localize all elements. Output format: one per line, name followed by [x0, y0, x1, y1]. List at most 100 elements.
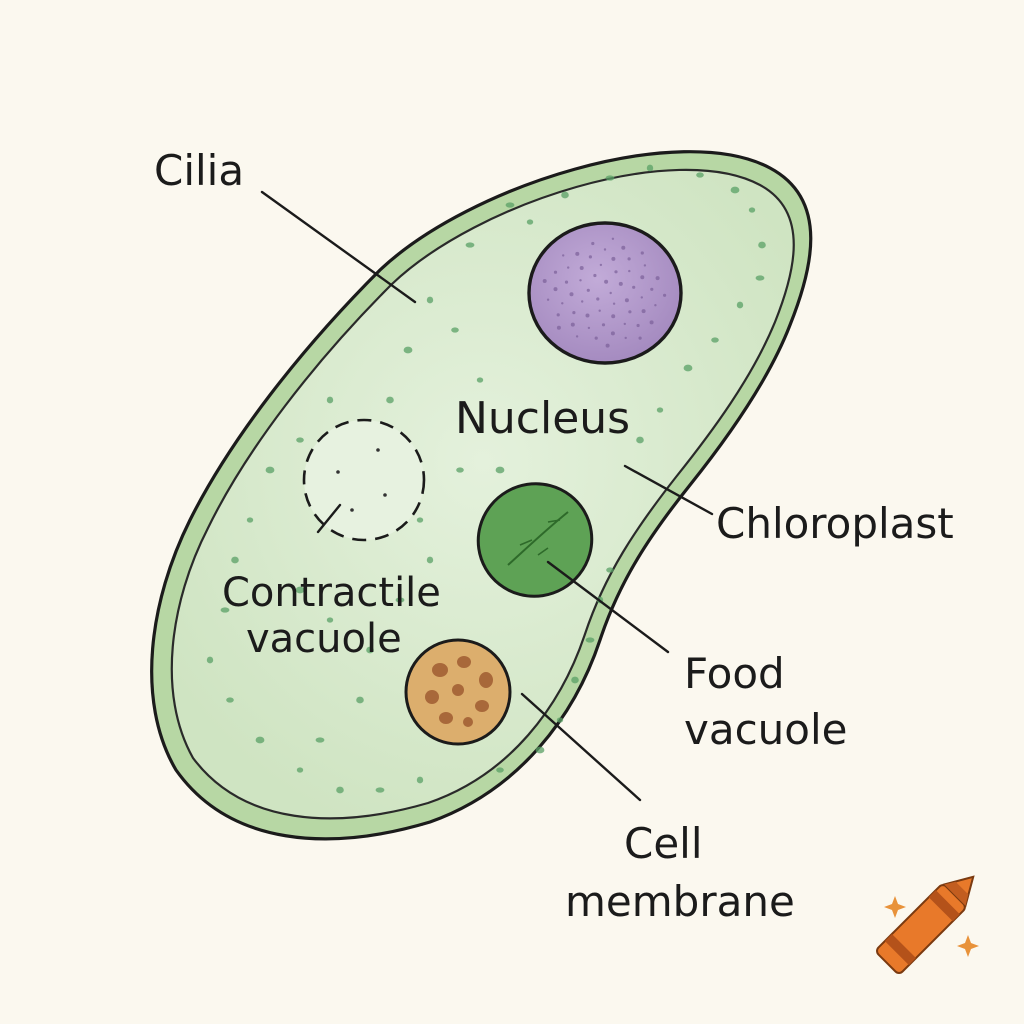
nucleus-speckle — [604, 279, 609, 284]
granule — [535, 746, 545, 754]
label-chloroplast: Chloroplast — [716, 499, 954, 548]
granule — [748, 207, 756, 213]
nucleus-speckles — [542, 237, 667, 348]
label-cilia: Cilia — [154, 146, 244, 195]
nucleus-speckle — [618, 281, 623, 286]
food-vacuole — [404, 638, 512, 746]
granule — [296, 767, 304, 773]
nucleus-speckle — [643, 264, 647, 267]
granule — [730, 186, 740, 194]
granule — [711, 337, 719, 343]
nucleus-speckle — [612, 302, 616, 305]
granule — [255, 736, 265, 744]
nucleus-speckle — [614, 270, 618, 274]
nucleus-speckle — [562, 254, 565, 257]
nucleus-speckle — [649, 320, 654, 325]
granule — [416, 517, 424, 523]
granule — [755, 275, 765, 281]
nucleus-speckle — [627, 257, 631, 261]
nucleus-speckle — [598, 309, 601, 312]
granule — [265, 466, 275, 474]
nucleus-speckle — [572, 311, 576, 315]
nucleus-speckle — [556, 313, 560, 317]
nucleus-speckle — [575, 251, 580, 256]
nucleus-speckle — [588, 255, 593, 259]
nucleus-speckle — [621, 245, 626, 250]
nucleus-speckle — [593, 273, 597, 278]
granule — [606, 567, 614, 573]
nucleus-speckle — [610, 331, 615, 336]
granule — [476, 377, 484, 383]
nucleus-speckle — [596, 297, 600, 301]
granule — [246, 517, 254, 523]
nucleus-speckle — [654, 304, 657, 307]
nucleus-speckle — [650, 287, 654, 291]
nucleus-speckle — [591, 241, 595, 246]
nucleus-speckle — [587, 326, 591, 330]
nucleus-speckle — [611, 256, 616, 261]
nucleus-speckle — [628, 310, 632, 314]
nucleus-speckle — [542, 279, 547, 283]
granule — [220, 607, 230, 613]
granule — [231, 556, 239, 564]
granule — [495, 466, 505, 474]
granule — [456, 467, 464, 473]
nucleus-speckle — [632, 285, 636, 289]
nucleus-speckle — [663, 293, 667, 297]
granule — [656, 407, 664, 413]
granule — [696, 172, 704, 178]
nucleus-speckle — [575, 335, 579, 338]
nucleus-speckle — [638, 336, 642, 340]
nucleus-speckle — [585, 313, 590, 318]
contractile-vacuole — [302, 418, 426, 542]
nucleus-speckle — [599, 263, 603, 267]
nucleus-speckle — [640, 251, 644, 255]
label-food-vacuole-line1: Food — [684, 649, 785, 698]
nucleus-speckle — [594, 336, 598, 340]
granule — [585, 637, 595, 643]
label-nucleus: Nucleus — [455, 393, 630, 444]
granule — [295, 586, 305, 594]
leader-chloroplast — [623, 464, 714, 516]
nucleus-speckle — [601, 323, 606, 327]
granule — [426, 296, 434, 304]
granule — [375, 787, 385, 793]
sparkle-icon — [884, 896, 979, 957]
label-contractile-vacuole-line2: vacuole — [246, 616, 402, 662]
granule — [605, 175, 615, 181]
nucleus-speckle — [553, 287, 558, 292]
granule — [758, 241, 766, 249]
granule — [526, 219, 534, 225]
granule — [366, 646, 374, 654]
granule — [403, 346, 413, 354]
nucleus-speckle — [609, 291, 612, 295]
granule — [206, 656, 214, 664]
label-cell-membrane-line2: membrane — [565, 877, 795, 926]
granule — [356, 696, 364, 704]
nucleus-speckle — [605, 343, 610, 348]
granule — [505, 202, 515, 208]
granule — [736, 301, 744, 309]
granule — [426, 556, 434, 564]
label-food-vacuole: Food vacuole — [684, 649, 848, 754]
granule — [646, 164, 654, 172]
granule — [336, 786, 344, 794]
nucleus-speckle — [586, 288, 590, 292]
leader-cell-membrane — [520, 692, 642, 802]
granule — [451, 327, 459, 333]
granule — [326, 617, 334, 623]
label-cell-membrane-line1: Cell — [624, 819, 703, 868]
nucleus-speckle — [611, 237, 615, 240]
label-contractile-vacuole: Contractile vacuole — [222, 570, 454, 662]
nucleus-speckle — [569, 292, 574, 297]
chloroplast — [476, 482, 594, 598]
granule — [395, 597, 405, 603]
nucleus-speckle — [579, 266, 584, 270]
crayon-icon — [876, 875, 975, 974]
nucleus — [527, 221, 683, 365]
granule — [496, 767, 504, 773]
granule — [571, 676, 579, 684]
granule — [315, 737, 325, 743]
